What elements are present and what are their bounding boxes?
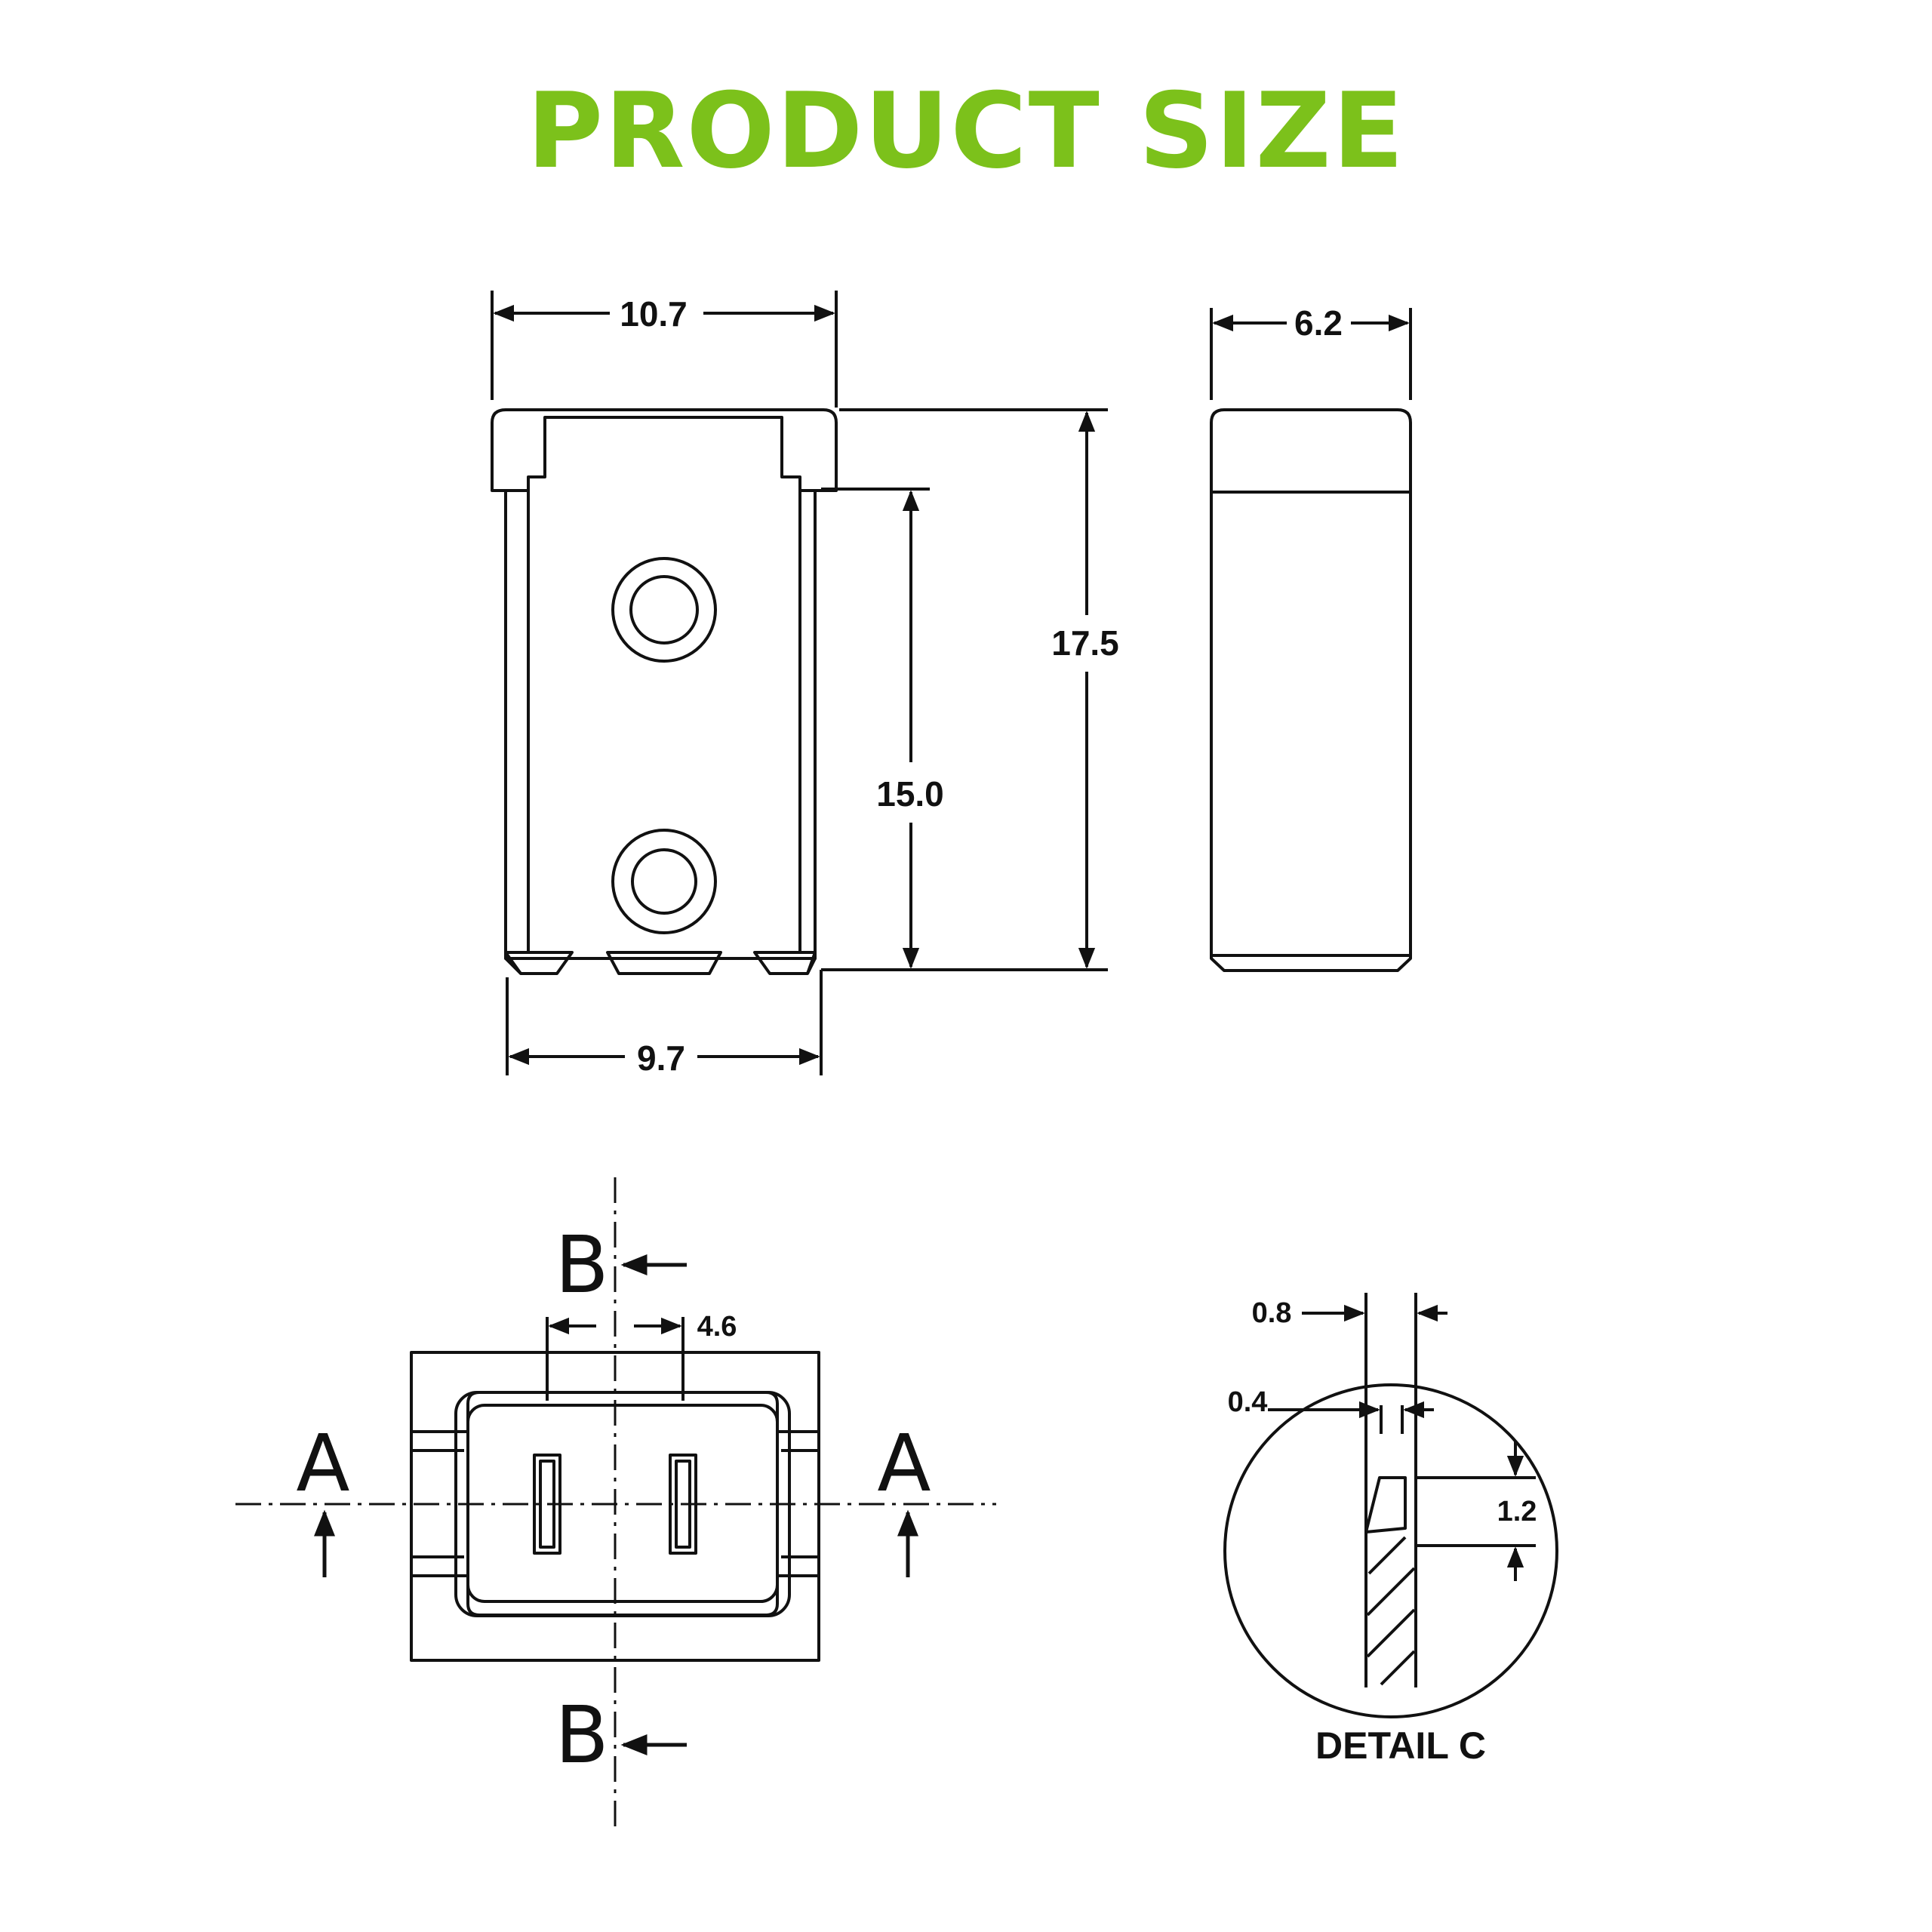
dim-top-width: 10.7 [620, 294, 688, 334]
dim-bottom-width: 9.7 [637, 1038, 685, 1078]
side-view [1210, 408, 1412, 972]
dim-detail-length: 1.2 [1497, 1496, 1537, 1527]
upper-contact-hole [611, 557, 717, 663]
dim-detail-outer: 0.8 [1252, 1297, 1292, 1329]
dim-inner-height: 15.0 [876, 774, 944, 814]
section-label-b-top: B [555, 1219, 608, 1311]
section-label-a-right: A [877, 1417, 931, 1509]
lower-contact-hole [611, 829, 717, 934]
section-label-b-bottom: B [555, 1689, 608, 1781]
front-view [491, 408, 838, 975]
detail-caption: DETAIL C [1315, 1724, 1486, 1767]
dim-overall-height: 17.5 [1051, 623, 1119, 663]
detail-c [1223, 1293, 1558, 1718]
section-label-a-left: A [296, 1417, 349, 1509]
dim-pin-pitch: 4.6 [697, 1311, 737, 1343]
dim-detail-inner: 0.4 [1228, 1386, 1268, 1418]
dim-side-thickness: 6.2 [1294, 303, 1343, 343]
page-title: PRODUCT SIZE [527, 70, 1405, 192]
